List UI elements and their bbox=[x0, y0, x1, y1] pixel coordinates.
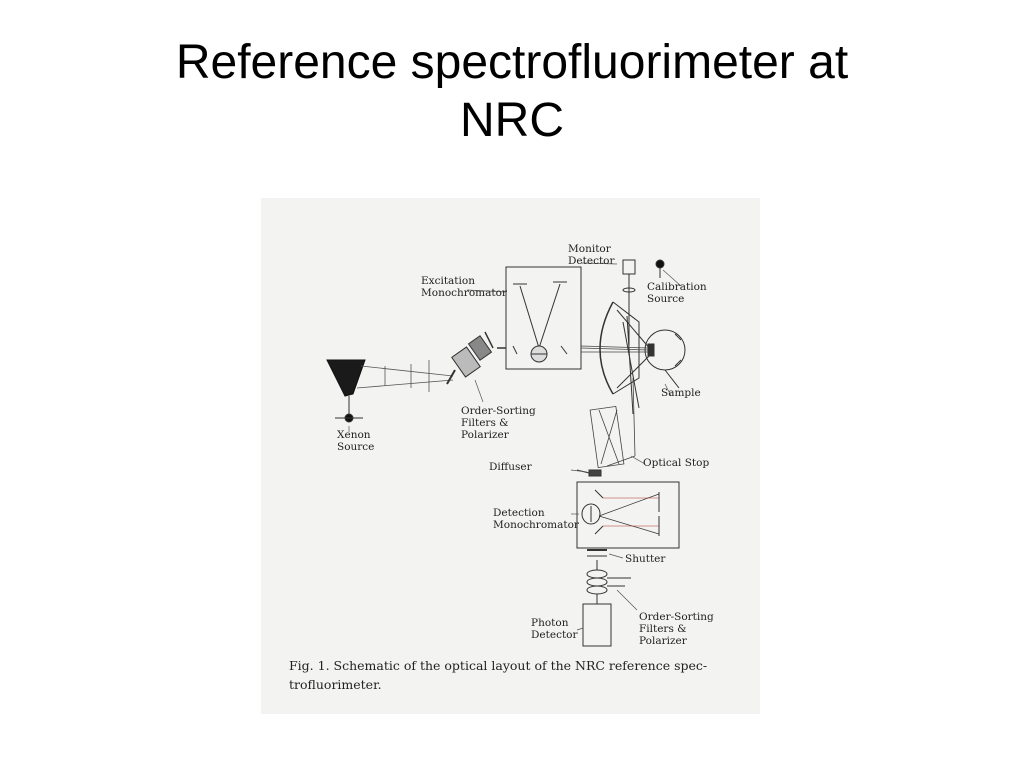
emission-beam bbox=[589, 377, 636, 468]
label-optical-stop: Optical Stop bbox=[643, 457, 709, 469]
label-order-sorting-top-1: Order-Sorting bbox=[461, 405, 536, 417]
caption-line1: Fig. 1. Schematic of the optical layout … bbox=[289, 658, 708, 673]
input-beam bbox=[356, 360, 454, 392]
optical-layout-diagram: Monitor Detector Excitation Monochromato… bbox=[326, 243, 714, 647]
photon-detector bbox=[582, 603, 612, 647]
sample-holder bbox=[644, 329, 686, 389]
label-xenon-source-2: Source bbox=[337, 441, 374, 453]
order-sorting-filters-bottom bbox=[586, 560, 631, 604]
slide-title-line2: NRC bbox=[460, 94, 564, 147]
label-xenon-source-1: Xenon bbox=[337, 429, 371, 441]
excitation-monochromator bbox=[497, 266, 582, 370]
label-order-sorting-bottom-2: Filters & bbox=[639, 623, 687, 635]
caption-line2: trofluorimeter. bbox=[289, 677, 382, 692]
slide-title: Reference spectrofluorimeter at NRC bbox=[0, 34, 1024, 150]
label-photon-detector-1: Photon bbox=[531, 617, 569, 629]
figure-caption: Fig. 1. Schematic of the optical layout … bbox=[289, 656, 749, 694]
label-monitor-detector-1: Monitor bbox=[568, 243, 612, 255]
label-diffuser: Diffuser bbox=[489, 461, 533, 473]
label-excitation-mono-2: Monochromator bbox=[421, 287, 508, 299]
label-calibration-source-2: Source bbox=[647, 293, 684, 305]
schematic-figure: Monitor Detector Excitation Monochromato… bbox=[261, 198, 760, 714]
label-sample: Sample bbox=[661, 387, 701, 399]
excitation-beam bbox=[580, 345, 650, 353]
label-order-sorting-bottom-3: Polarizer bbox=[639, 635, 688, 647]
label-order-sorting-top-2: Filters & bbox=[461, 417, 509, 429]
calibration-source-bulb bbox=[655, 259, 665, 278]
shutter bbox=[587, 549, 607, 557]
label-excitation-mono-1: Excitation bbox=[421, 275, 475, 287]
order-sorting-filters-top bbox=[446, 331, 494, 385]
callout-leaders bbox=[348, 262, 682, 631]
slide-title-line1: Reference spectrofluorimeter at bbox=[175, 36, 849, 89]
collection-mirror bbox=[599, 301, 652, 415]
label-monitor-detector-2: Detector bbox=[568, 255, 615, 267]
label-detection-mono-1: Detection bbox=[493, 507, 545, 519]
xenon-source-lamp bbox=[326, 359, 366, 423]
label-order-sorting-bottom-1: Order-Sorting bbox=[639, 611, 714, 623]
label-calibration-source-1: Calibration bbox=[647, 281, 707, 293]
label-photon-detector-2: Detector bbox=[531, 629, 578, 641]
label-shutter: Shutter bbox=[625, 553, 666, 565]
label-detection-mono-2: Monochromator bbox=[493, 519, 580, 531]
monitor-detector bbox=[622, 259, 636, 346]
label-order-sorting-top-3: Polarizer bbox=[461, 429, 510, 441]
detection-monochromator bbox=[576, 481, 680, 549]
